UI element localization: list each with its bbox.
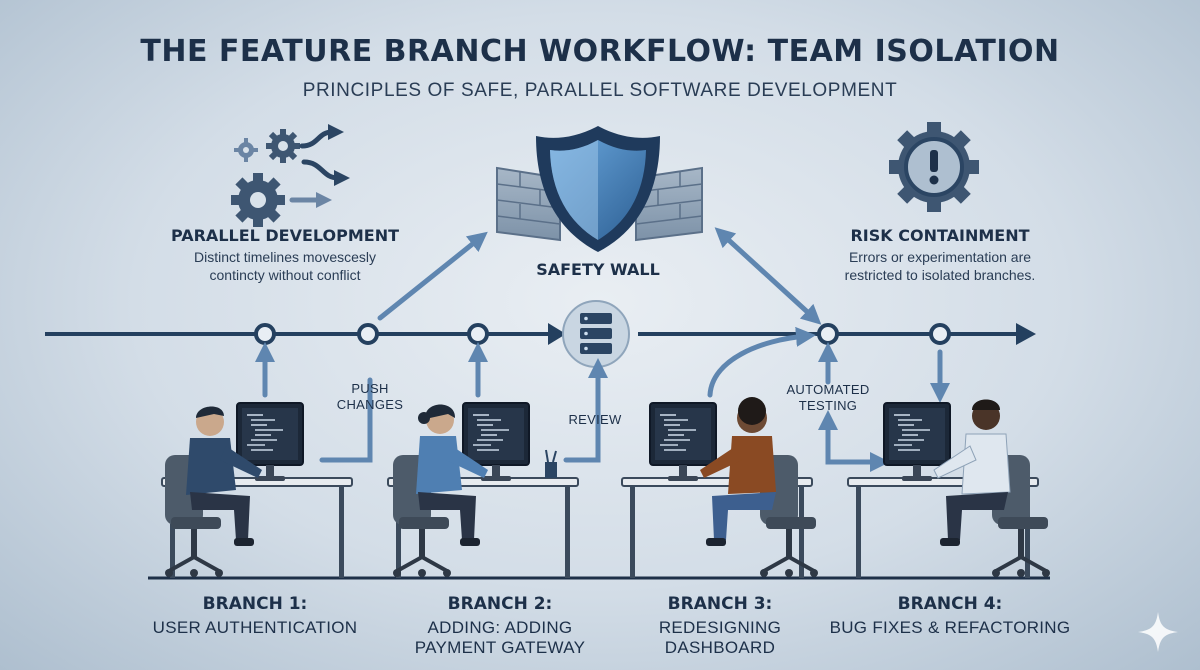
workstation-branch-2 — [387, 402, 579, 579]
branch-3-caption: BRANCH 3: REDESIGNING DASHBOARD — [658, 594, 782, 657]
flow-arrows — [255, 227, 950, 472]
page-subtitle: PRINCIPLES OF SAFE, PARALLEL SOFTWARE DE… — [302, 80, 898, 101]
safety-wall-label: SAFETY WALL — [536, 260, 660, 279]
workstation-branch-3 — [621, 397, 820, 579]
risk-containment-heading: RISK CONTAINMENT — [850, 226, 1030, 245]
branch-4-caption: BRANCH 4: BUG FIXES & REFACTORING — [829, 594, 1071, 637]
page-title: THE FEATURE BRANCH WORKFLOW: TEAM ISOLAT… — [140, 34, 1060, 69]
shield-wall-icon — [496, 126, 703, 252]
sparkle-icon — [1138, 612, 1178, 652]
timeline-commit-nodes — [254, 323, 951, 345]
branch-2-caption: BRANCH 2: ADDING: ADDING PAYMENT GATEWAY — [414, 594, 586, 657]
main-timeline — [45, 323, 1036, 345]
branch-1-caption: BRANCH 1: USER AUTHENTICATION — [152, 594, 358, 637]
workstation-branch-4 — [847, 399, 1052, 579]
parallel-development-heading: PARALLEL DEVELOPMENT — [170, 226, 400, 245]
automated-testing-label: AUTOMATED TESTING — [786, 382, 870, 413]
review-server-icon — [562, 300, 630, 368]
gears-arrows-icon — [231, 124, 350, 227]
push-changes-label: PUSH CHANGES — [336, 381, 404, 412]
workstation-branch-1 — [161, 402, 353, 579]
parallel-development-desc: Distinct timelines movescesly contincty … — [193, 249, 377, 283]
risk-containment-desc: Errors or experimentation are restricted… — [844, 249, 1036, 283]
warning-badge-icon — [889, 122, 979, 212]
review-label: REVIEW — [568, 412, 622, 427]
